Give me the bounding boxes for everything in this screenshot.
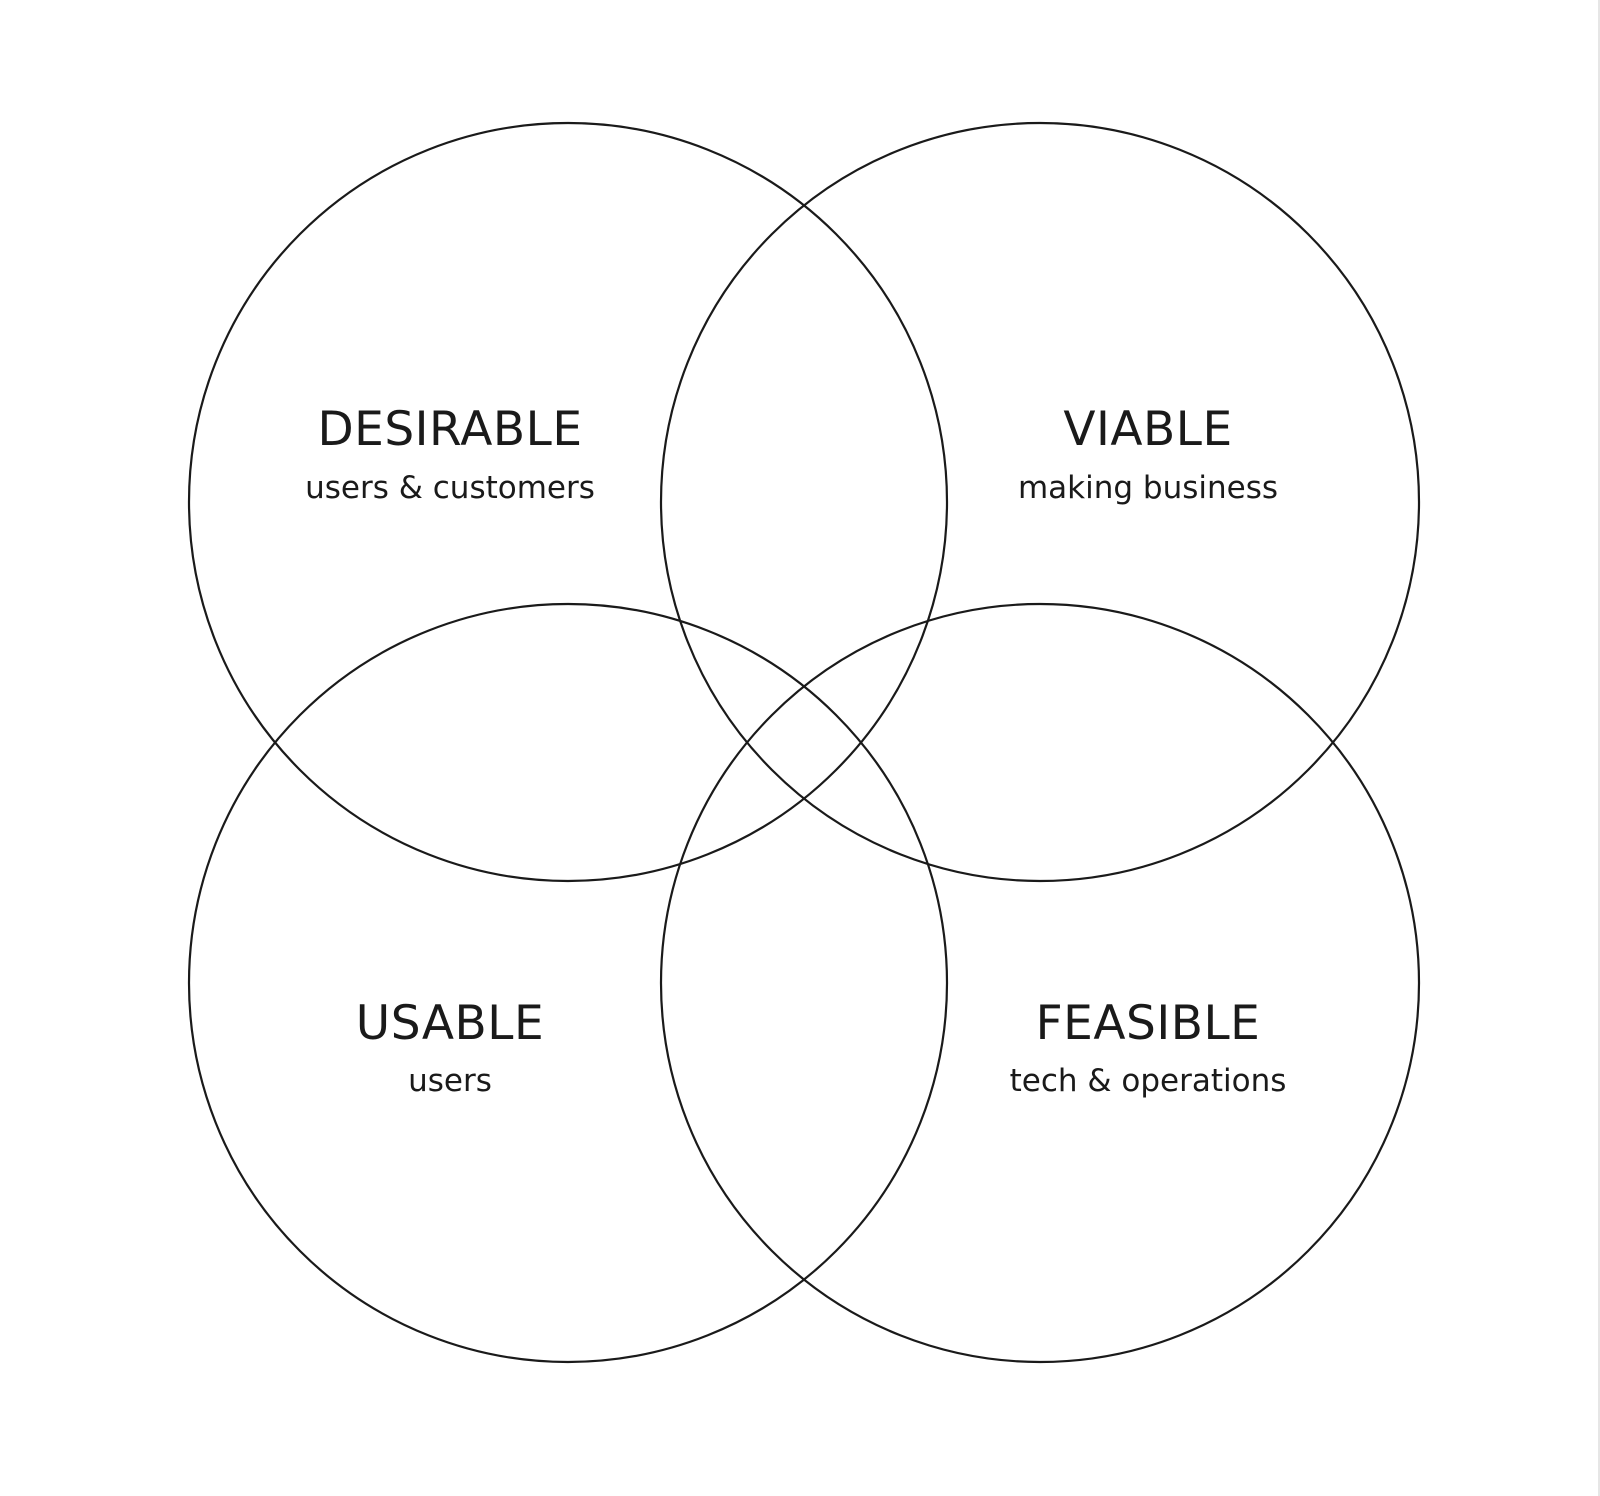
set-title-viable: VIABLE [1063,402,1232,457]
circle-viable [659,121,1421,883]
set-title-usable: USABLE [356,996,544,1051]
circle-desirable [187,121,949,883]
set-label-feasible: FEASIBLE tech & operations [1010,996,1287,1099]
set-label-usable: USABLE users [356,996,544,1099]
circles-group [187,121,1421,1364]
set-label-desirable: DESIRABLE users & customers [305,402,595,506]
set-subtitle-usable: users [408,1063,492,1099]
set-title-feasible: FEASIBLE [1036,996,1261,1051]
set-subtitle-viable: making business [1018,470,1278,506]
set-subtitle-desirable: users & customers [305,470,595,506]
circle-usable [187,602,949,1364]
frame-edge [1598,0,1600,1496]
set-subtitle-feasible: tech & operations [1010,1063,1287,1099]
circle-feasible [659,602,1421,1364]
set-title-desirable: DESIRABLE [317,402,582,457]
set-label-viable: VIABLE making business [1018,402,1278,506]
